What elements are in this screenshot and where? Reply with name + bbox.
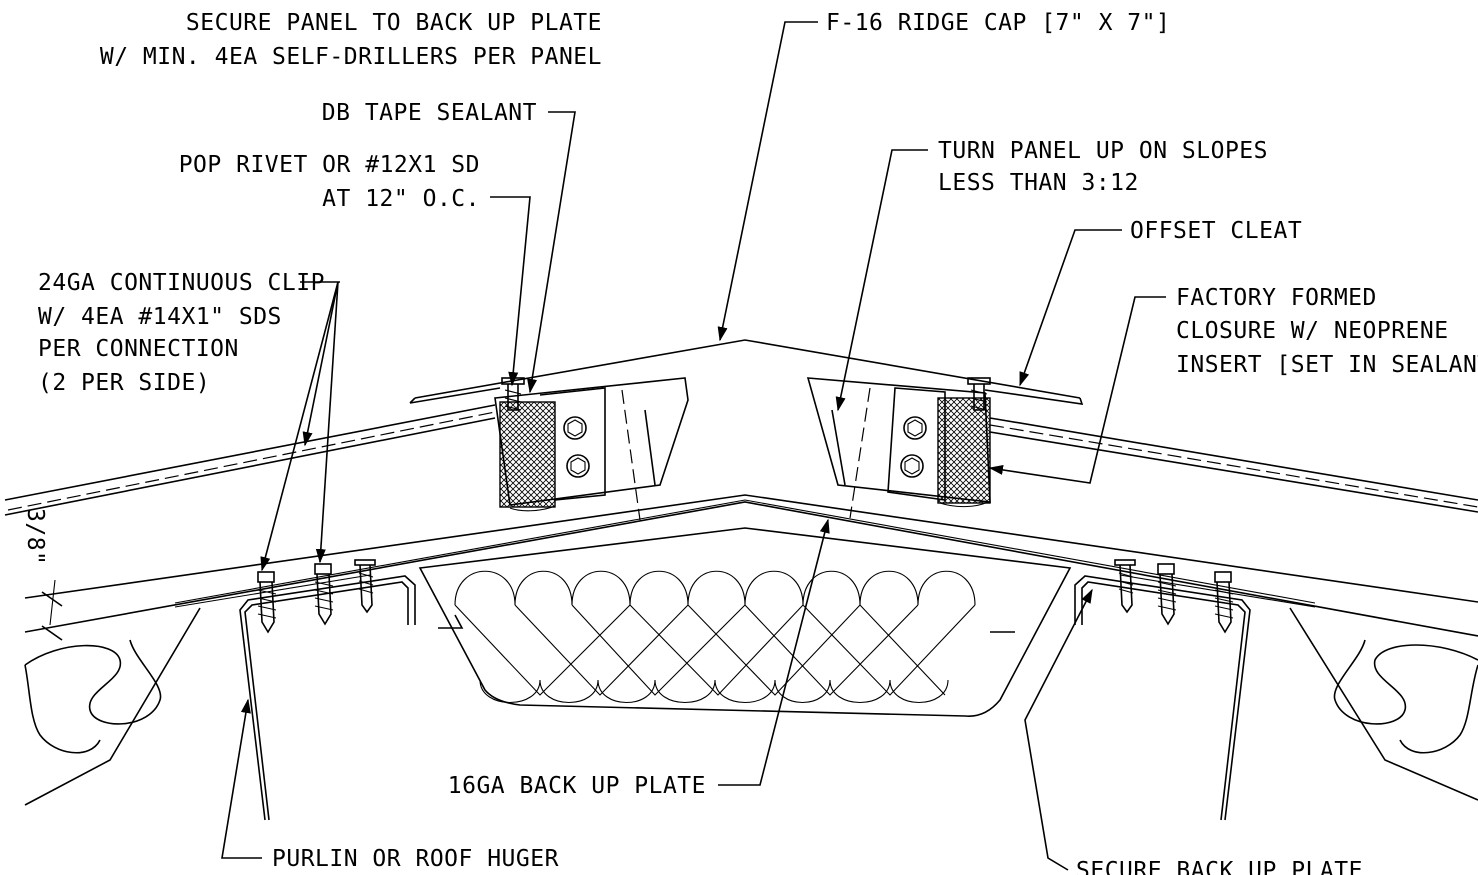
purlin-line-left xyxy=(24,607,201,806)
leader-back-up-plate xyxy=(718,518,830,786)
screw-clip-right xyxy=(1114,559,1234,634)
roof-panel-left xyxy=(4,404,496,516)
leader-clip-a xyxy=(260,281,339,572)
label-turn-panel-2: LESS THAN 3:12 xyxy=(938,170,1139,196)
leader-db-tape xyxy=(527,111,576,394)
label-offset-cleat: OFFSET CLEAT xyxy=(1130,218,1302,244)
label-turn-panel-1: TURN PANEL UP ON SLOPES xyxy=(938,138,1268,164)
ridge-cap xyxy=(409,339,1084,405)
clip-left xyxy=(239,575,416,821)
screw-clip-left xyxy=(257,559,376,634)
closure-left xyxy=(494,377,689,521)
label-secure-panel-2: W/ MIN. 4EA SELF-DRILLERS PER PANEL xyxy=(100,44,602,70)
center-insulation xyxy=(418,527,1072,717)
leader-secure-back-up xyxy=(1024,588,1093,871)
leader-pop-rivet xyxy=(490,196,531,387)
screw-ridge-left xyxy=(501,377,525,411)
leader-turn-panel xyxy=(835,149,928,412)
leader-closure xyxy=(988,296,1166,484)
back-up-plate xyxy=(24,494,1478,637)
label-clip-2: W/ 4EA #14X1" SDS xyxy=(38,304,282,330)
label-db-tape: DB TAPE SEALANT xyxy=(322,100,537,126)
label-clip-4: (2 PER SIDE) xyxy=(38,370,210,396)
label-purlin: PURLIN OR ROOF HUGER xyxy=(272,846,559,872)
leader-ridge-cap xyxy=(717,21,818,342)
screw-ridge-right xyxy=(967,377,991,411)
label-pop-rivet-1: POP RIVET OR #12X1 SD xyxy=(179,152,480,178)
leader-clip-b xyxy=(315,281,339,564)
label-secure-panel-1: SECURE PANEL TO BACK UP PLATE xyxy=(186,10,602,36)
label-ridge-cap: F-16 RIDGE CAP [7" X 7"] xyxy=(826,10,1170,36)
roof-panel-right xyxy=(989,417,1478,513)
insulation-left xyxy=(24,639,162,754)
leader-purlin xyxy=(221,698,262,859)
label-secure-back-up: SECURE BACK UP PLATE xyxy=(1076,858,1363,875)
leader-offset-cleat xyxy=(1019,229,1122,387)
label-closure-3: INSERT [SET IN SEALANT] xyxy=(1176,352,1478,378)
label-clip-3: PER CONNECTION xyxy=(38,336,239,362)
purlin-line-right xyxy=(1289,607,1478,801)
label-clip-1: 24GA CONTINUOUS CLIP xyxy=(38,270,325,296)
label-closure-1: FACTORY FORMED xyxy=(1176,285,1377,311)
closure-right xyxy=(806,377,991,519)
label-closure-2: CLOSURE W/ NEOPRENE xyxy=(1176,318,1449,344)
dimension-3-8 xyxy=(41,579,63,641)
leader-clip-c xyxy=(302,281,339,447)
dimension-label: 3/8" xyxy=(22,508,48,565)
label-pop-rivet-2: AT 12" O.C. xyxy=(322,186,480,212)
label-back-up-plate: 16GA BACK UP PLATE xyxy=(448,773,706,799)
insulation-right xyxy=(1333,639,1478,754)
